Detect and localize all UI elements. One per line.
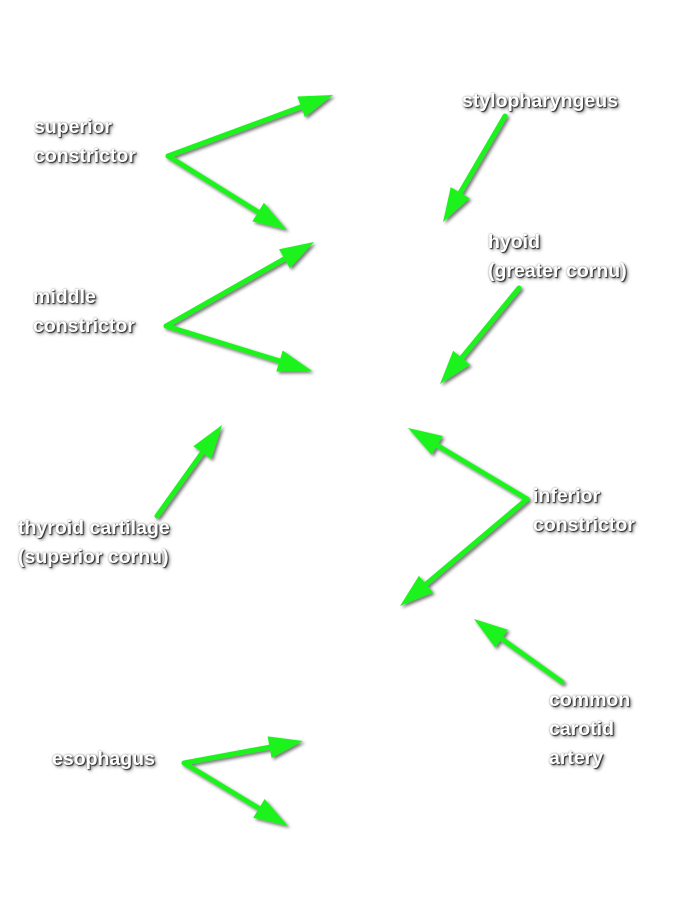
arrow-common-carotid-artery-head xyxy=(474,619,508,648)
label-thyroid-cartilage-superior-cornu: thyroid cartilage (superior cornu) xyxy=(18,517,170,568)
arrow-stylopharyngeus-head xyxy=(443,187,470,222)
arrow-thyroid-cartilage-head xyxy=(193,425,222,460)
arrow-middle-constrictor-lower-head xyxy=(276,350,312,372)
arrow-inferior-constrictor-lower-head xyxy=(400,575,434,606)
arrow-common-carotid-artery xyxy=(474,619,565,685)
arrow-inferior-constrictor-lower-shaft xyxy=(421,496,530,588)
arrow-middle-constrictor-upper xyxy=(163,242,314,329)
arrow-stylopharyngeus-shaft xyxy=(456,113,508,197)
label-esophagus: esophagus xyxy=(52,748,155,770)
arrow-inferior-constrictor-upper-head xyxy=(408,428,443,455)
arrow-esophagus-lower-head xyxy=(253,799,288,826)
label-middle-constrictor: middle constrictor xyxy=(33,286,135,337)
arrow-middle-constrictor-upper-head xyxy=(279,242,314,269)
arrow-stylopharyngeus xyxy=(443,113,508,222)
label-hyoid-greater-cornu: hyoid (greater cornu) xyxy=(488,231,627,282)
arrow-superior-constrictor-upper-head xyxy=(297,95,333,118)
label-inferior-constrictor: inferior constrictor xyxy=(533,485,635,536)
arrow-middle-constrictor-lower xyxy=(163,323,312,372)
arrow-superior-constrictor-upper xyxy=(165,95,333,159)
arrow-esophagus-lower-shaft xyxy=(181,760,264,812)
arrow-superior-constrictor-lower xyxy=(165,153,287,230)
arrow-middle-constrictor-lower-shaft xyxy=(163,323,284,365)
arrow-inferior-constrictor-upper-shaft xyxy=(432,441,530,502)
arrow-esophagus-upper-shaft xyxy=(181,744,275,766)
arrow-esophagus-upper xyxy=(181,736,303,766)
arrow-hyoid-greater-cornu xyxy=(440,285,522,384)
arrow-middle-constrictor-upper-shaft xyxy=(163,255,289,329)
arrow-thyroid-cartilage-shaft xyxy=(154,448,206,519)
label-superior-constrictor: superior constrictor xyxy=(34,116,136,167)
arrow-esophagus-lower xyxy=(181,760,288,826)
arrow-superior-constrictor-upper-shaft xyxy=(165,103,306,159)
arrow-hyoid-greater-cornu-shaft xyxy=(457,285,522,362)
arrow-inferior-constrictor-lower xyxy=(400,496,530,606)
arrow-superior-constrictor-lower-head xyxy=(252,202,287,230)
label-stylopharyngeus: stylopharyngeus xyxy=(462,90,619,112)
arrow-hyoid-greater-cornu-head xyxy=(440,350,471,384)
arrow-thyroid-cartilage xyxy=(154,425,222,519)
label-common-carotid-artery: common carotid artery xyxy=(549,689,631,769)
arrow-common-carotid-artery-shaft xyxy=(497,635,565,685)
arrow-inferior-constrictor-upper xyxy=(408,428,530,502)
arrow-superior-constrictor-lower-shaft xyxy=(165,153,263,216)
arrow-esophagus-upper-head xyxy=(267,736,303,758)
